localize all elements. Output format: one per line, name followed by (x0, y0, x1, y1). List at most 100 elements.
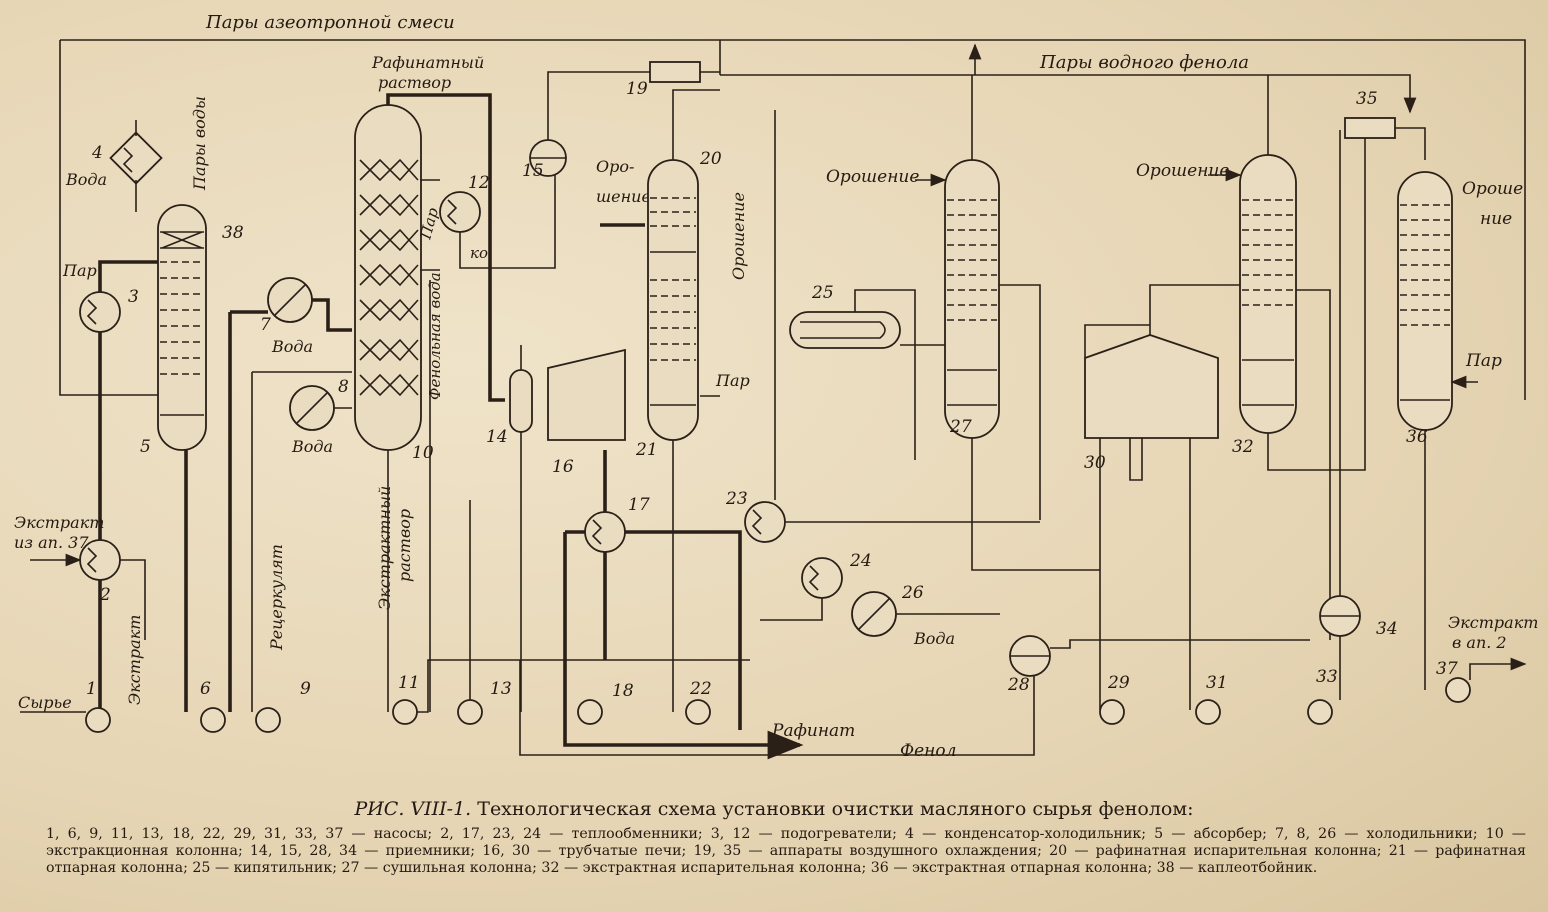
label-azeotrope-vapors: Пары азеотропной смеси (205, 12, 455, 33)
line-3-to-5 (98, 260, 158, 540)
number-22: 22 (689, 679, 712, 699)
water-phenol-header (720, 74, 1417, 114)
label-extract-to-1: Экстракт (1448, 613, 1538, 632)
pump-13 (457, 699, 483, 725)
label-reflux-36-2: ние (1480, 209, 1512, 229)
number-9: 9 (300, 679, 311, 699)
number-8: 8 (338, 377, 349, 397)
number-13: 13 (490, 679, 512, 699)
extract-out (1469, 657, 1527, 680)
number-15: 15 (522, 161, 544, 181)
pump-18 (577, 699, 603, 725)
azeotrope-header-line (60, 39, 1526, 400)
extract-column-36 (1397, 171, 1453, 431)
number-4: 4 (91, 143, 103, 163)
number-27: 27 (949, 417, 972, 437)
receiver-14 (509, 369, 533, 433)
label-raffinate-solution-1: Рафинатный (371, 53, 484, 72)
caption-legend: 1, 6, 9, 11, 13, 18, 22, 29, 31, 33, 37 … (46, 826, 1526, 876)
number-3: 3 (128, 287, 139, 307)
pump-22 (685, 699, 711, 725)
number-31: 31 (1206, 673, 1228, 693)
number-11: 11 (398, 673, 420, 693)
number-34: 34 (1376, 619, 1398, 639)
label-steam-21: Пар (715, 371, 750, 390)
number-6: 6 (200, 679, 211, 699)
label-extract-down: Экстракт (125, 615, 144, 705)
raffinate-columns-20-21 (647, 159, 699, 441)
number-16: 16 (552, 457, 574, 477)
number-36: 36 (1406, 427, 1428, 447)
process-flow-diagram: 4 Вода Пары воды 38 5 3 Пар 2 Экстракт и… (14, 12, 1538, 761)
label-raffinate: Рафинат (771, 721, 855, 741)
number-32: 32 (1232, 437, 1254, 457)
azeotrope-return-line (59, 40, 160, 396)
label-extract-from-2: из ап. 37 (14, 533, 89, 552)
extract-line (120, 559, 146, 640)
label-phenol-water: Фенольная вода (426, 272, 444, 400)
exchanger-23 (744, 501, 786, 543)
line-8 (251, 371, 352, 712)
line-25 (854, 289, 945, 460)
line-23-24-26 (760, 110, 1040, 621)
caption-title: РИС. VIII-1. Технологическая схема устан… (0, 798, 1548, 820)
label-raffinate-solution-2: раствор (378, 73, 451, 92)
caption-title-text: Технологическая схема установки очистки … (477, 798, 1194, 820)
label-reflux-20: Орошение (729, 192, 748, 280)
number-37: 37 (1436, 659, 1458, 679)
air-cooler-35 (1344, 117, 1396, 139)
number-35: 35 (1356, 89, 1378, 109)
number-21: 21 (635, 440, 658, 460)
number-2: 2 (99, 585, 111, 605)
line-17 (563, 530, 755, 747)
reboiler-25 (789, 311, 901, 349)
pump-37 (1445, 677, 1471, 703)
label-reflux-15-1: Оро- (596, 157, 634, 176)
label-water-vapors: Пары воды (190, 96, 209, 191)
line-32 (1267, 75, 1366, 640)
number-1: 1 (86, 679, 97, 699)
extract-column-32 (1239, 154, 1297, 434)
label-reflux-27: Орошение (826, 167, 919, 187)
label-water-7: Вода (271, 337, 313, 356)
number-19: 19 (626, 79, 648, 99)
line-20-21 (672, 89, 720, 712)
heater-3 (79, 291, 121, 333)
line-12 (459, 172, 556, 269)
line-7-to-10 (230, 298, 352, 332)
pump-9 (255, 707, 281, 733)
number-14: 14 (486, 427, 508, 447)
line-16 (600, 223, 645, 660)
figure-caption: РИС. VIII-1. Технологическая схема устан… (0, 790, 1548, 877)
number-29: 29 (1107, 673, 1130, 693)
label-steam-36: Пар (1465, 351, 1502, 371)
line-28 (519, 639, 1310, 756)
label-recirculate: Рецеркулят (267, 544, 286, 651)
condenser-4 (109, 120, 163, 212)
line-35 (1395, 127, 1426, 160)
label-water-8: Вода (291, 437, 333, 456)
label-feed: Сырье (18, 693, 72, 712)
number-38: 38 (222, 223, 244, 243)
pump-1 (85, 707, 111, 733)
label-water-26: Вода (913, 629, 955, 648)
line-30 (1084, 284, 1240, 710)
number-26: 26 (901, 583, 924, 603)
exchanger-24 (801, 557, 843, 599)
heater-12 (439, 191, 481, 233)
number-24: 24 (849, 551, 872, 571)
label-ko: ко (470, 244, 488, 262)
label-reflux-32: Орошение (1136, 161, 1229, 181)
furnace-30 (1084, 334, 1219, 439)
line-10 (387, 179, 440, 712)
pump-6 (200, 707, 226, 733)
number-12: 12 (468, 173, 490, 193)
label-extract-to-2: в ап. 2 (1452, 633, 1507, 652)
number-18: 18 (612, 681, 634, 701)
pump-33 (1307, 699, 1333, 725)
label-phenol: Фенол (900, 741, 956, 761)
label-reflux-15-2: шение (596, 187, 651, 206)
pump-29 (1099, 699, 1125, 725)
number-5: 5 (140, 437, 151, 457)
